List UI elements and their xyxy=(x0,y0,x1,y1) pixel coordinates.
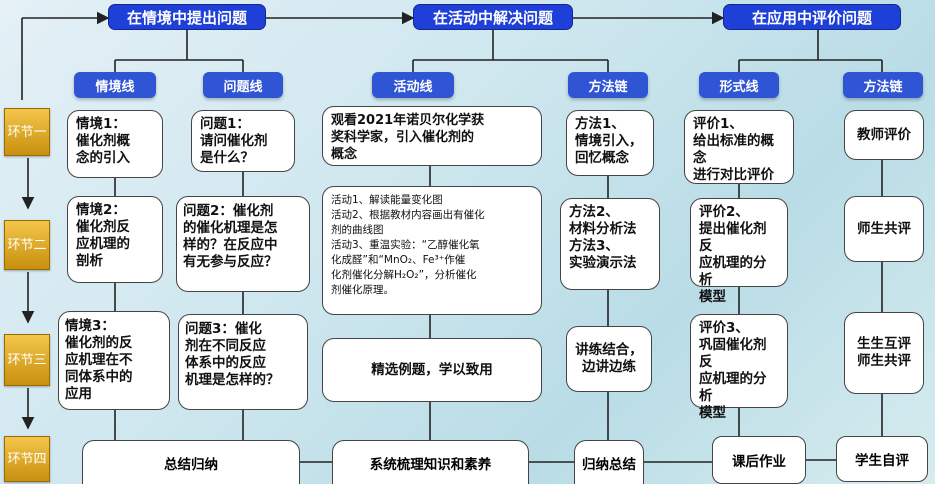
method2-1-node: 教师评价 xyxy=(844,110,924,160)
huanjie-4-badge: 环节四 xyxy=(4,436,50,482)
summary-node: 总结归纳 xyxy=(82,440,300,484)
method-2-node: 方法2、 材料分析法 方法3、 实验演示法 xyxy=(560,198,660,290)
lane-question: 问题线 xyxy=(203,72,283,98)
homework-node: 课后作业 xyxy=(712,436,806,484)
lane-method: 方法链 xyxy=(568,72,648,98)
lane-method-2: 方法链 xyxy=(843,72,923,98)
method-1-node: 方法1、 情境引入， 回忆概念 xyxy=(566,110,654,176)
huanjie-2-badge: 环节二 xyxy=(4,220,50,270)
form-1-node: 评价1、 给出标准的概念 进行对比评价 xyxy=(684,110,794,184)
situation-1-node: 情境1： 催化剂概 念的引入 xyxy=(67,110,163,178)
form-3-node: 评价3、 巩固催化剂反 应机理的分析 模型 xyxy=(690,314,788,421)
self-evaluation-node: 学生自评 xyxy=(836,436,928,482)
stage-2-header: 在活动中解决问题 xyxy=(413,4,573,30)
question-3-node: 问题3：催化 剂在不同反应 体系中的反应 机理是怎样的？ xyxy=(178,314,308,410)
lane-situation: 情境线 xyxy=(74,72,156,98)
induction-summary-node: 归纳总结 xyxy=(574,440,644,484)
lane-form: 形式线 xyxy=(699,72,779,98)
stage-1-header: 在情境中提出问题 xyxy=(108,4,266,30)
huanjie-1-badge: 环节一 xyxy=(4,108,50,156)
method2-3-node: 生生互评 师生共评 xyxy=(844,312,924,394)
method-3-node: 讲练结合， 边讲边练 xyxy=(566,326,652,392)
situation-3-node: 情境3： 催化剂的反 应机理在不 同体系中的 应用 xyxy=(58,311,170,410)
question-2-node: 问题2：催化剂 的催化机理是怎 样的？在反应中 有无参与反应？ xyxy=(176,196,310,292)
question-1-node: 问题1： 请问催化剂 是什么？ xyxy=(191,110,295,172)
form-2-node: 评价2、 提出催化剂反 应机理的分析 模型 xyxy=(690,198,788,305)
method2-2-node: 师生共评 xyxy=(844,196,924,262)
systematic-review-node: 系统梳理知识和素养 xyxy=(332,440,529,484)
situation-2-node: 情境2： 催化剂反 应机理的 剖析 xyxy=(67,196,163,283)
activity-1-node: 观看2021年诺贝尔化学获 奖科学家，引入催化剂的 概念 xyxy=(322,106,542,166)
activity-2-node: 活动1、解读能量变化图 活动2、根据教材内容画出有催化 剂的曲线图 活动3、重温… xyxy=(322,186,542,315)
lane-activity: 活动线 xyxy=(372,72,454,98)
huanjie-3-badge: 环节三 xyxy=(4,334,50,386)
activity-3-node: 精选例题，学以致用 xyxy=(322,338,542,402)
stage-3-header: 在应用中评价问题 xyxy=(723,4,901,30)
